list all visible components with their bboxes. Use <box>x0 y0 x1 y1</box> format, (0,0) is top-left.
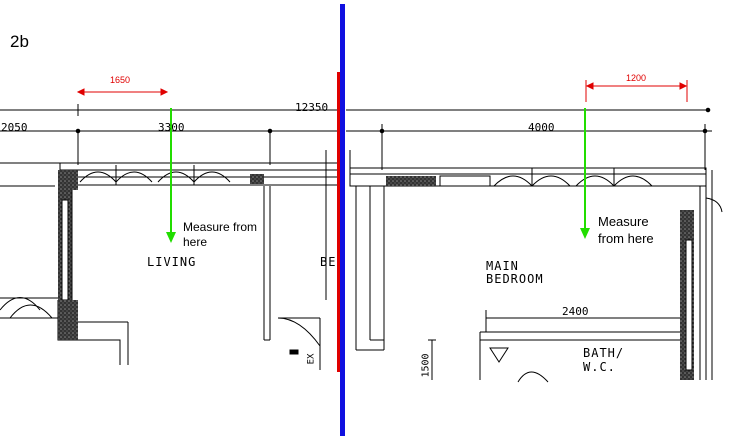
measure-note-left: Measure from here <box>183 220 258 249</box>
offset-dim-left <box>76 88 169 96</box>
offset-label-right: 1200 <box>626 73 647 83</box>
dim-1500-label: 1500 <box>420 353 432 378</box>
room-bath-label-2: W.C. <box>583 360 616 374</box>
figure-label: 2b <box>10 32 29 51</box>
room-living-label: LIVING <box>147 255 197 269</box>
room-main-label-1: MAIN <box>486 259 519 273</box>
dim-2050-label: 2050 <box>1 121 28 134</box>
dim-2400-label: 2400 <box>562 305 589 318</box>
room-main-label-2: BEDROOM <box>486 272 544 286</box>
dim-overall-label: 12350 <box>295 101 329 114</box>
room-bath-label-1: BATH/ <box>583 346 625 360</box>
door-mark-label: EX <box>306 353 317 365</box>
left-plan <box>0 104 340 370</box>
panel-divider <box>340 4 345 436</box>
measure-note-right: Measure from here <box>598 214 654 246</box>
offset-label-left: 1650 <box>110 75 131 85</box>
divider-red-edge <box>337 72 340 372</box>
offset-dim-right <box>585 80 688 102</box>
measure-arrow-left <box>166 108 176 243</box>
dim-4000-label: 4000 <box>528 121 555 134</box>
room-partial-label: BE <box>320 255 337 269</box>
right-plan <box>346 107 723 383</box>
measure-arrow-right <box>580 108 590 239</box>
dim-3300-label: 3300 <box>158 121 185 134</box>
